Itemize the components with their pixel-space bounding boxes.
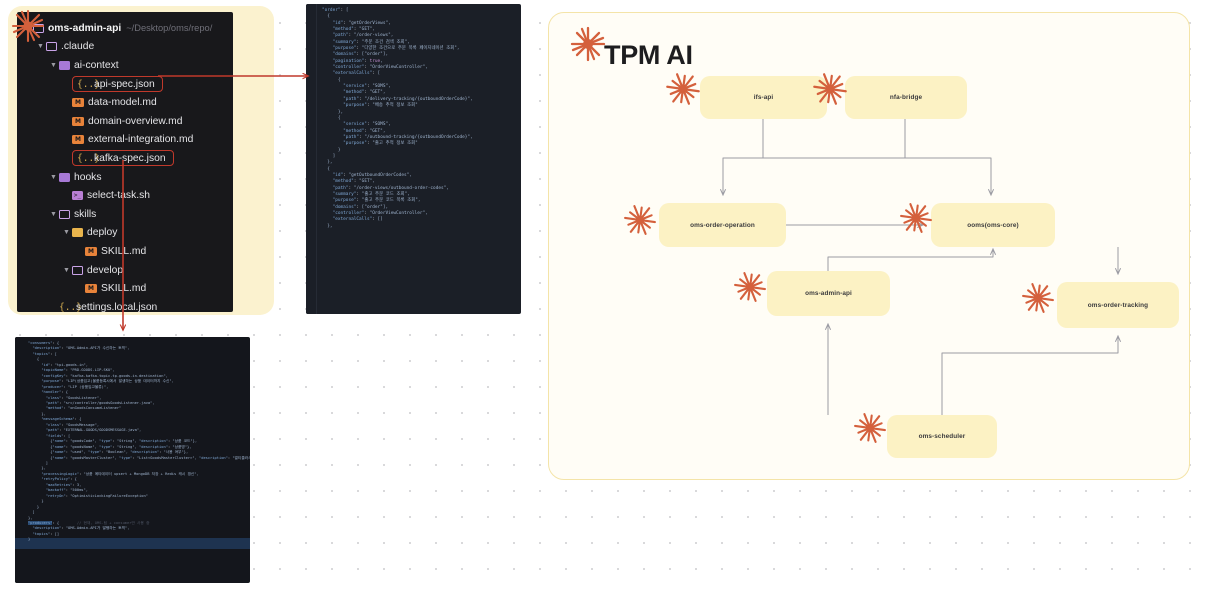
highlight-box: {..}api-spec.json xyxy=(72,76,163,93)
file-tree-row-content: .claude xyxy=(46,41,94,52)
file-tree-row-content: deploy xyxy=(72,227,117,238)
file-tree-row-content: >_ select-task.sh xyxy=(72,190,150,201)
markdown-icon: M xyxy=(72,116,84,126)
diagram-node-nfa-bridge[interactable]: nfa-bridge xyxy=(845,76,967,119)
file-tree-label: ai-context xyxy=(74,59,119,71)
markdown-icon: M xyxy=(72,98,84,108)
diagram-node-label: oms-order-operation xyxy=(690,221,755,229)
file-tree-label: data-model.md xyxy=(88,97,157,109)
file-tree-row-content: M SKILL.md xyxy=(85,246,146,257)
chevron-down-icon[interactable]: ▼ xyxy=(63,266,70,274)
markdown-icon: M xyxy=(85,284,97,294)
file-tree-row[interactable]: ▼ deploy xyxy=(17,224,233,243)
diagram-node-oms-order-operation[interactable]: oms-order-operation xyxy=(659,203,786,247)
diagram-node-oms-order-tracking[interactable]: oms-order-tracking xyxy=(1057,282,1179,328)
folder-outline-purple-icon xyxy=(33,23,44,33)
file-tree-label: settings.local.json xyxy=(76,301,158,312)
folder-outline-purple-icon xyxy=(46,42,57,52)
file-tree-row[interactable]: ▼>_select-task.sh xyxy=(17,186,233,205)
file-tree-row[interactable]: ▼ develop xyxy=(17,261,233,280)
file-explorer-panel[interactable]: ▼ oms-admin-api ~/Desktop/oms/repo/ ▼ .claud… xyxy=(17,12,233,312)
file-tree-label: deploy xyxy=(87,227,118,239)
file-tree-row[interactable]: ▼{..}api-spec.json xyxy=(17,75,233,94)
shell-icon: >_ xyxy=(72,191,83,201)
file-tree-row-content: oms-admin-api ~/Desktop/oms/repo/ xyxy=(33,23,212,34)
file-tree-row[interactable]: ▼ oms-admin-api ~/Desktop/oms/repo/ xyxy=(17,19,233,38)
file-tree-label: domain-overview.md xyxy=(88,115,183,127)
diagram-node-oms-scheduler[interactable]: oms-scheduler xyxy=(887,415,997,458)
highlight-box: {..}kafka-spec.json xyxy=(72,150,174,167)
file-tree-label: external-integration.md xyxy=(88,134,194,146)
code-highlight-line xyxy=(15,543,250,550)
chevron-down-icon[interactable]: ▼ xyxy=(50,61,57,69)
file-tree-row-content: hooks xyxy=(59,172,101,183)
code-gutter xyxy=(15,337,24,583)
json-braces-icon: {..} xyxy=(77,152,100,164)
diagram-node-label: ifs-api xyxy=(753,94,774,101)
diagram-node-label: oms-order-tracking xyxy=(1087,301,1149,309)
folder-filled-purple-icon xyxy=(59,60,70,70)
diagram-node-ooms-oms-core[interactable]: ooms(oms-core) xyxy=(931,203,1055,247)
file-tree-label: api-spec.json xyxy=(94,78,155,90)
file-tree-row-content: ai-context xyxy=(59,60,119,71)
diagram-node-label: ooms(oms-core) xyxy=(967,221,1019,229)
file-tree-card: ▼ oms-admin-api ~/Desktop/oms/repo/ ▼ .claud… xyxy=(8,6,274,315)
api-spec-code-panel[interactable]: "order": [ { "id": "getOrderViews", "met… xyxy=(306,4,521,314)
chevron-down-icon[interactable]: ▼ xyxy=(50,210,57,218)
kafka-spec-code-text: "consumers": { "description": "OMS-Admin… xyxy=(28,341,250,542)
file-tree-row[interactable]: ▼ ai-context xyxy=(17,56,233,75)
file-tree-row[interactable]: ▼ .claude xyxy=(17,38,233,57)
diagram-node-ifs-api[interactable]: ifs-api xyxy=(700,76,827,119)
diagram-node-oms-admin-api[interactable]: oms-admin-api xyxy=(767,271,890,316)
file-tree-row[interactable]: ▼{..}kafka-spec.json xyxy=(17,149,233,168)
file-tree-label: SKILL.md xyxy=(101,245,147,257)
markdown-icon: M xyxy=(85,246,97,256)
chevron-down-icon[interactable]: ▼ xyxy=(63,229,70,237)
file-tree-label: develop xyxy=(87,264,124,276)
markdown-icon: M xyxy=(72,135,84,145)
architecture-diagram-card: TPM AI ifs-api nfa-bridge oms-order-operat… xyxy=(548,12,1190,480)
folder-filled-purple-icon xyxy=(59,172,70,182)
file-tree-label: oms-admin-api xyxy=(48,22,122,34)
diagram-node-label: nfa-bridge xyxy=(889,94,923,101)
file-tree-label: skills xyxy=(74,208,97,220)
file-tree-path: ~/Desktop/oms/repo/ xyxy=(126,23,213,34)
diagram-node-label: oms-admin-api xyxy=(805,290,852,297)
file-tree-row-content: skills xyxy=(59,209,96,220)
file-tree-row-content: develop xyxy=(72,265,123,276)
json-braces-icon: {..} xyxy=(59,301,82,312)
page-title: TPM AI xyxy=(604,40,693,70)
folder-filled-yellow-icon xyxy=(72,228,83,238)
folder-outline-purple-icon xyxy=(59,209,70,219)
file-tree-label: kafka-spec.json xyxy=(94,152,166,164)
file-tree-row[interactable]: ▼{..}settings.local.json xyxy=(17,298,233,312)
json-braces-icon: {..} xyxy=(77,78,100,90)
diagram-node-label: oms-scheduler xyxy=(918,433,966,440)
file-tree-label: .claude xyxy=(61,41,95,53)
chevron-down-icon[interactable]: ▼ xyxy=(24,24,31,32)
code-highlight-line xyxy=(15,538,250,544)
file-tree-row[interactable]: ▼ skills xyxy=(17,205,233,224)
api-spec-code-text: "order": [ { "id": "getOrderViews", "met… xyxy=(322,8,473,229)
file-tree-row-content: M SKILL.md xyxy=(85,283,146,294)
kafka-spec-code-panel[interactable]: "consumers": { "description": "OMS-Admin… xyxy=(15,337,250,583)
diagram-edges xyxy=(719,119,1122,415)
folder-outline-purple-icon xyxy=(72,265,83,275)
file-tree-label: hooks xyxy=(74,171,102,183)
file-tree-label: select-task.sh xyxy=(87,190,150,202)
chevron-down-icon[interactable]: ▼ xyxy=(37,43,44,51)
code-gutter xyxy=(306,4,317,314)
file-tree-label: SKILL.md xyxy=(101,283,147,295)
file-tree-row-content: {..}settings.local.json xyxy=(59,302,157,312)
chevron-down-icon[interactable]: ▼ xyxy=(50,173,57,181)
file-tree-row[interactable]: ▼ hooks xyxy=(17,168,233,187)
